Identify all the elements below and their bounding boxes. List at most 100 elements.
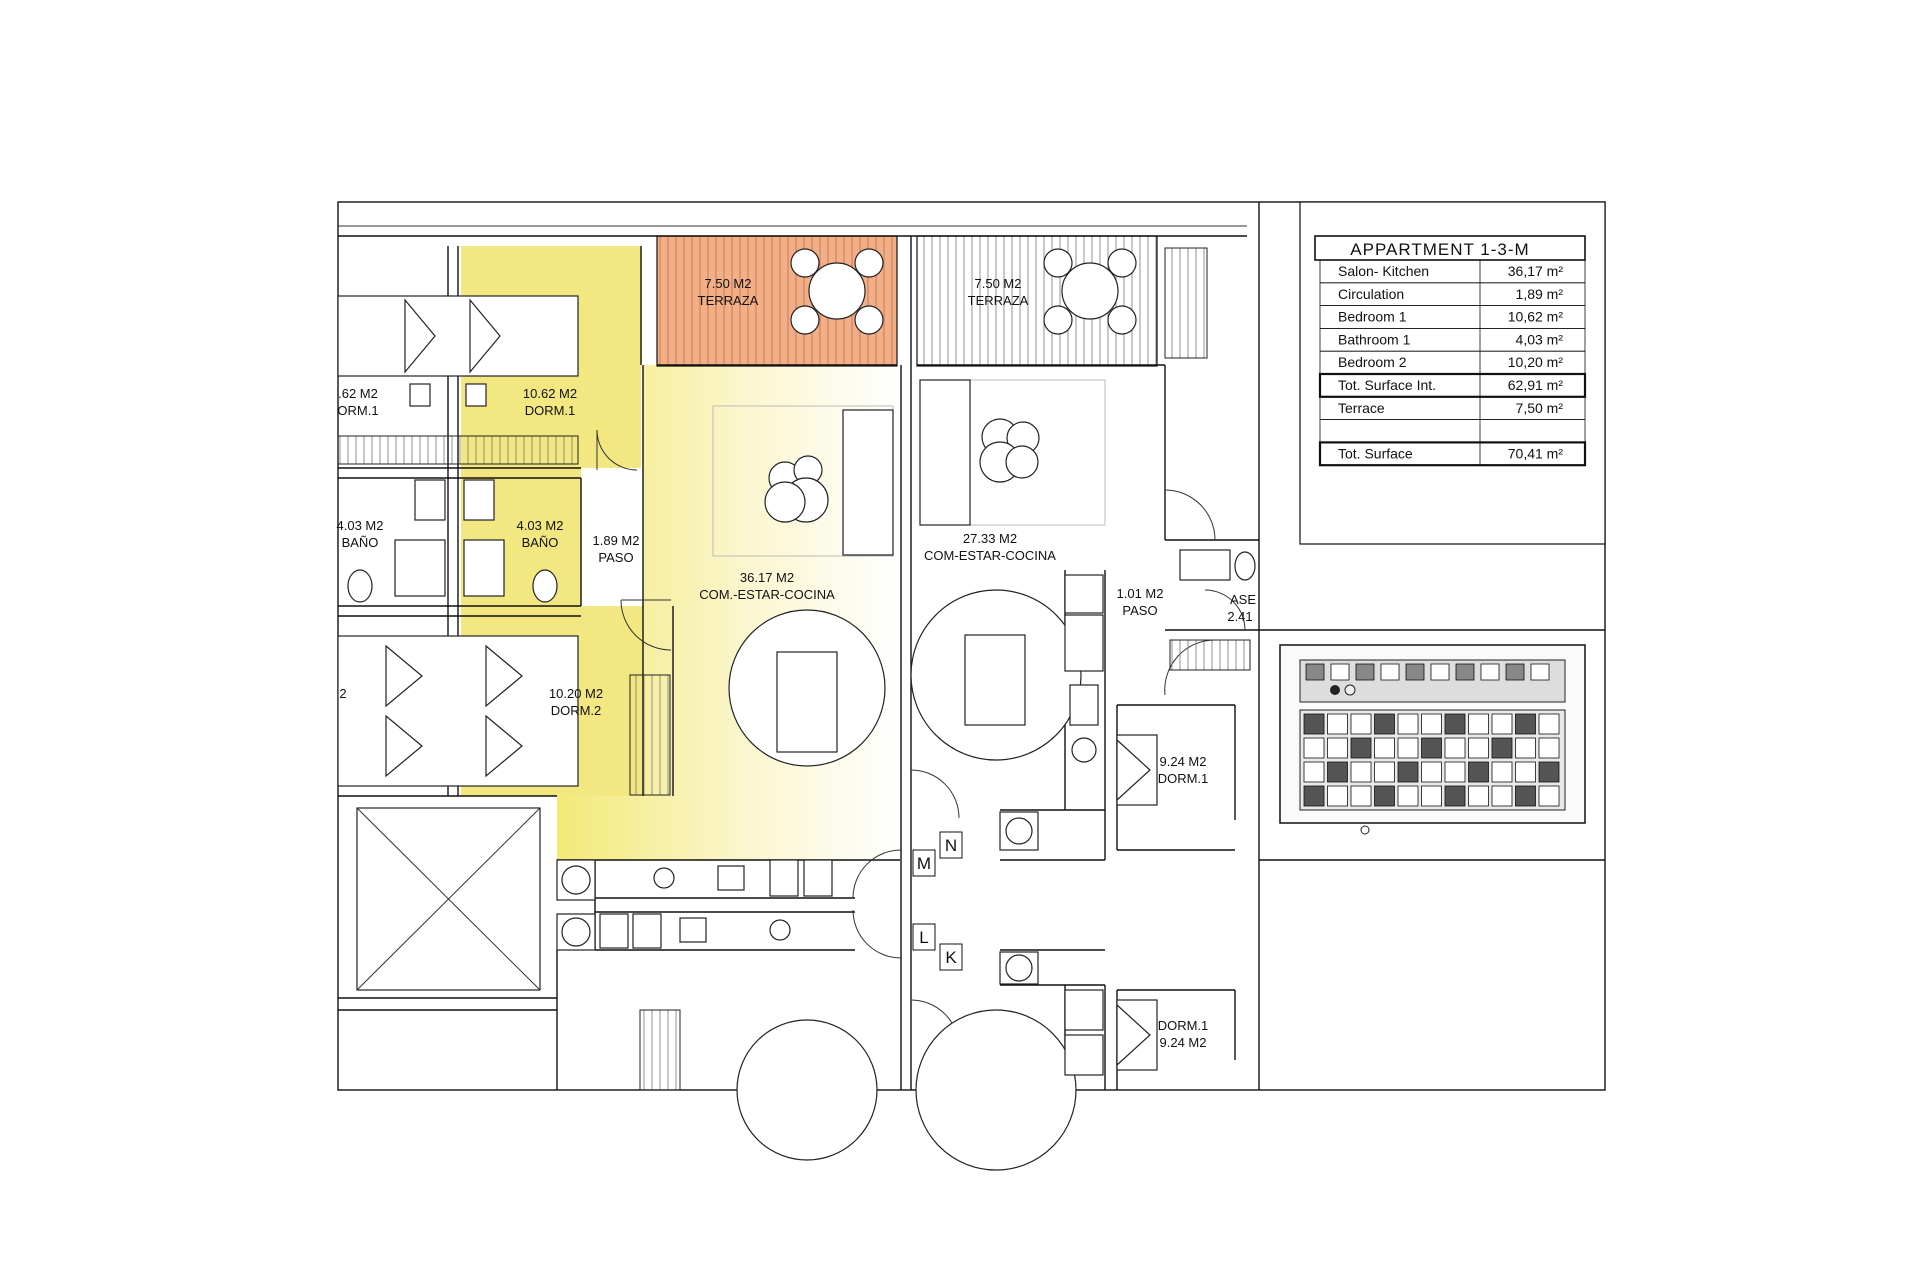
map-block xyxy=(1444,761,1466,783)
map-block xyxy=(1350,761,1372,783)
map-block xyxy=(1530,663,1550,681)
living-name: COM.-ESTAR-COCINA xyxy=(699,587,835,602)
terrace1-name: TERRAZA xyxy=(698,293,759,308)
key-markers: M N L K xyxy=(912,831,963,971)
map-block xyxy=(1303,713,1325,735)
paso-name: PASO xyxy=(598,550,633,565)
table-row-value: 70,41 m² xyxy=(1508,445,1564,461)
living2-area: 27.33 M2 xyxy=(963,531,1017,546)
map-block xyxy=(1444,737,1466,759)
dorm-r1-area: 9.24 M2 xyxy=(1160,754,1207,769)
dorm2-left-fragment: 2 xyxy=(339,686,346,701)
site-key-map xyxy=(1270,638,1600,850)
map-block xyxy=(1468,785,1489,807)
map-block xyxy=(1350,737,1372,759)
map-block xyxy=(1397,737,1419,759)
living-furniture xyxy=(712,379,1106,1171)
terrace-furniture xyxy=(790,248,1137,335)
key-l: L xyxy=(919,928,928,947)
map-block xyxy=(1455,663,1475,681)
map-block xyxy=(1444,713,1466,735)
map-block xyxy=(1468,713,1489,735)
map-block xyxy=(1303,761,1325,783)
table-row-value: 4,03 m² xyxy=(1516,331,1564,347)
terrace2-name: TERRAZA xyxy=(968,293,1029,308)
map-block xyxy=(1397,785,1419,807)
map-block xyxy=(1374,713,1395,735)
map-block xyxy=(1444,785,1466,807)
map-block xyxy=(1374,737,1395,759)
map-block xyxy=(1330,663,1350,681)
table-title: APPARTMENT 1-3-M xyxy=(1350,240,1529,259)
table-row-label: Tot. Surface Int. xyxy=(1338,377,1436,393)
room-labels: .62 M2 ORM.1 10.62 M2 DORM.1 7.50 M2 TER… xyxy=(337,276,1257,1050)
living2-name: COM-ESTAR-COCINA xyxy=(924,548,1056,563)
dorm-r2-name: DORM.1 xyxy=(1158,1018,1209,1033)
map-block xyxy=(1538,761,1560,783)
table-row: Terrace 7,50 m² xyxy=(1319,396,1586,420)
dorm-r2-area: 9.24 M2 xyxy=(1160,1035,1207,1050)
map-block xyxy=(1327,737,1348,759)
map-block xyxy=(1505,663,1525,681)
key-m: M xyxy=(917,854,931,873)
table-row-value: 7,50 m² xyxy=(1516,400,1564,416)
paso2-area: 1.01 M2 xyxy=(1117,586,1164,601)
aseo-name: ASE xyxy=(1230,592,1256,607)
map-block xyxy=(1515,713,1536,735)
map-block xyxy=(1515,761,1536,783)
table-row-label: Circulation xyxy=(1338,286,1404,302)
shaft xyxy=(356,807,541,991)
map-block xyxy=(1405,663,1425,681)
map-block xyxy=(1303,737,1325,759)
key-k: K xyxy=(945,948,957,967)
table-row-value: 62,91 m² xyxy=(1508,377,1564,393)
map-block xyxy=(1491,737,1513,759)
table-row: Bathroom 1 4,03 m² xyxy=(1319,327,1586,352)
map-block xyxy=(1327,785,1348,807)
map-block xyxy=(1380,663,1400,681)
table-row-value: 10,20 m² xyxy=(1508,354,1564,370)
map-block xyxy=(1515,785,1536,807)
table-row-label: Terrace xyxy=(1338,400,1385,416)
map-block xyxy=(1350,785,1372,807)
bath-left-area: 4.03 M2 xyxy=(337,518,384,533)
map-block xyxy=(1538,713,1560,735)
paso2-name: PASO xyxy=(1122,603,1157,618)
key-n: N xyxy=(945,836,957,855)
map-block xyxy=(1421,761,1442,783)
living-area: 36.17 M2 xyxy=(740,570,794,585)
table-row-label: Bathroom 1 xyxy=(1338,331,1411,347)
map-block xyxy=(1421,785,1442,807)
map-block xyxy=(1303,785,1325,807)
map-block xyxy=(1491,785,1513,807)
table-row-label: Salon- Kitchen xyxy=(1338,263,1429,279)
table-row-label: Bedroom 2 xyxy=(1338,354,1407,370)
dorm1-left-area: .62 M2 xyxy=(338,386,378,401)
map-block xyxy=(1374,785,1395,807)
map-block xyxy=(1350,713,1372,735)
bathroom-fixtures xyxy=(347,479,1256,603)
bath-left-name: BAÑO xyxy=(342,535,379,550)
map-block xyxy=(1374,761,1395,783)
dorm1-area: 10.62 M2 xyxy=(523,386,577,401)
table-row-value: 10,62 m² xyxy=(1508,309,1564,325)
map-block xyxy=(1397,761,1419,783)
map-block xyxy=(1305,663,1325,681)
dorm-r1-name: DORM.1 xyxy=(1158,771,1209,786)
paso-area: 1.89 M2 xyxy=(593,533,640,548)
plan-walls xyxy=(337,201,1606,1091)
dorm1-name: DORM.1 xyxy=(525,403,576,418)
bath-area: 4.03 M2 xyxy=(517,518,564,533)
map-block xyxy=(1515,737,1536,759)
map-block xyxy=(1538,737,1560,759)
map-block xyxy=(1397,713,1419,735)
map-block xyxy=(1468,761,1489,783)
beds xyxy=(337,247,1251,1091)
